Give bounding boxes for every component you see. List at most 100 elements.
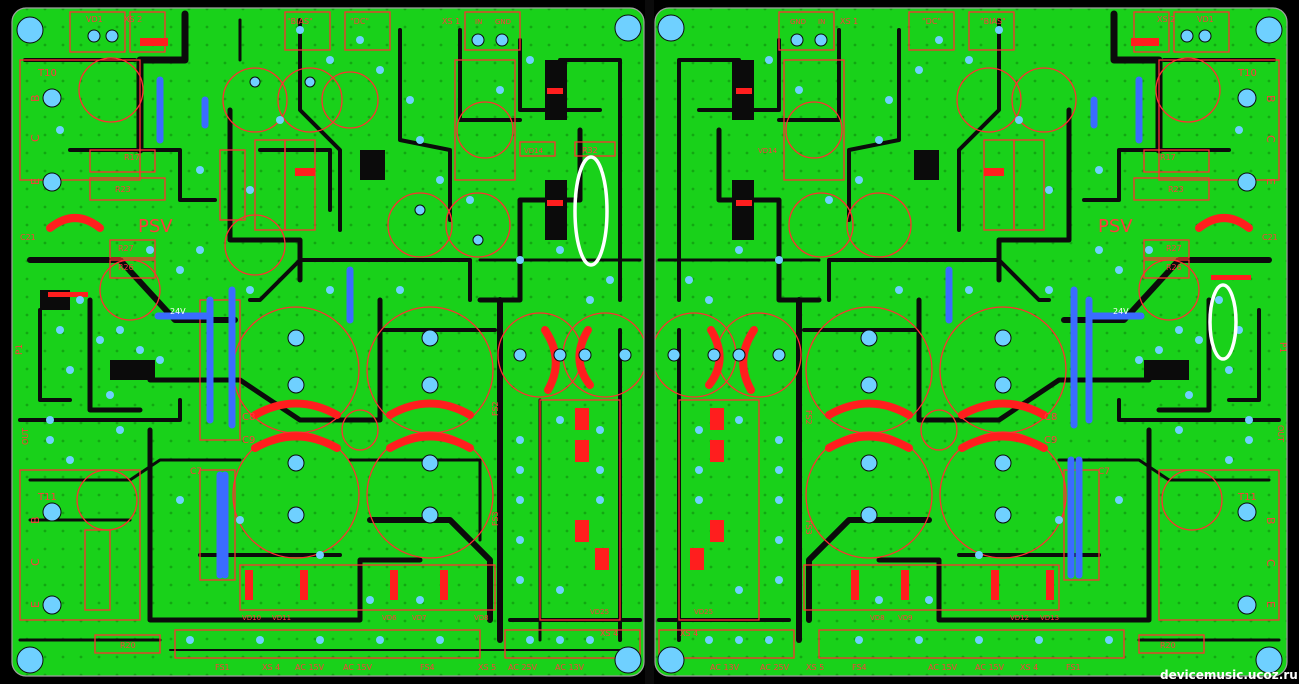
left-silkscreen-outlines	[19, 11, 644, 659]
via	[1055, 516, 1063, 524]
right-label-t10: T10	[1237, 68, 1257, 79]
right-label-c21: C21	[1262, 233, 1278, 242]
via	[416, 596, 424, 604]
left-label-xs4a: XS 4	[262, 663, 280, 672]
via	[326, 56, 334, 64]
via	[296, 26, 304, 34]
right-label-fs1: FS1	[1066, 663, 1081, 672]
via	[516, 256, 524, 264]
left-small-vias	[46, 26, 614, 644]
left-jumper-wires	[154, 76, 354, 579]
via	[516, 536, 524, 544]
via	[416, 136, 424, 144]
via	[356, 36, 364, 44]
via	[1245, 436, 1253, 444]
right-label-t11: T11	[1237, 492, 1257, 503]
via	[156, 356, 164, 364]
via	[236, 516, 244, 524]
right-label-bias: "BIAS"	[980, 17, 1006, 26]
via	[436, 636, 444, 644]
right-label-vd14: VD14	[758, 147, 778, 155]
via	[775, 256, 783, 264]
via	[705, 296, 713, 304]
via	[596, 426, 604, 434]
left-label-dc: "DC"	[350, 17, 369, 26]
via	[76, 296, 84, 304]
via	[116, 426, 124, 434]
left-label-c21: C21	[20, 233, 36, 242]
via	[975, 636, 983, 644]
left-label-c-top: C	[29, 134, 42, 142]
via	[695, 466, 703, 474]
right-label-r27: R27	[1166, 244, 1182, 253]
right-label-out: OUT	[1276, 425, 1285, 442]
via	[1175, 326, 1183, 334]
via	[316, 551, 324, 559]
via	[1225, 366, 1233, 374]
via	[735, 416, 743, 424]
left-label-gnd: GND	[495, 18, 511, 26]
via	[795, 86, 803, 94]
right-label-vd13: VD13	[1040, 614, 1059, 622]
via	[596, 496, 604, 504]
via	[965, 56, 973, 64]
left-label-vd25: VD25	[590, 608, 609, 616]
via	[875, 136, 883, 144]
left-silkscreen-labels: PSV "BIAS" "DC" 24V OUT P1 T10 T11 B C E…	[15, 15, 618, 672]
via	[1225, 456, 1233, 464]
left-capacitor-polarity-marks	[46, 214, 594, 452]
via	[735, 586, 743, 594]
via	[66, 456, 74, 464]
via	[1185, 391, 1193, 399]
via	[56, 126, 64, 134]
via	[376, 66, 384, 74]
via	[56, 326, 64, 334]
right-label-r26: R26	[1166, 263, 1182, 272]
via	[775, 536, 783, 544]
via	[1115, 266, 1123, 274]
right-label-e-top: E	[1264, 178, 1277, 185]
via	[915, 66, 923, 74]
via	[496, 86, 504, 94]
via	[915, 636, 923, 644]
right-label-vd8: VD8	[870, 614, 885, 622]
left-label-psv: PSV	[138, 216, 173, 237]
via	[1175, 426, 1183, 434]
left-label-fs4: FS4	[420, 663, 435, 672]
via	[685, 276, 693, 284]
right-label-vd25: VD25	[694, 608, 713, 616]
right-label-fs4: FS4	[852, 663, 867, 672]
left-label-vd11: VD11	[272, 614, 291, 622]
via	[196, 246, 204, 254]
via	[995, 26, 1003, 34]
via	[775, 576, 783, 584]
right-label-p1: P1	[1277, 342, 1287, 353]
via	[1245, 416, 1253, 424]
via	[246, 186, 254, 194]
via	[735, 636, 743, 644]
left-label-fs1: FS1	[215, 663, 230, 672]
via	[586, 296, 594, 304]
via	[775, 496, 783, 504]
right-board: PSV "BIAS" "DC" 24V OUT P1 T10 T11 B C E…	[655, 8, 1287, 676]
via	[366, 596, 374, 604]
via	[895, 286, 903, 294]
via	[556, 586, 564, 594]
via	[606, 276, 614, 284]
via	[326, 286, 334, 294]
left-label-t10: T10	[37, 68, 57, 79]
via	[376, 636, 384, 644]
via	[586, 636, 594, 644]
right-label-r17: R17	[1160, 153, 1176, 162]
left-label-out: OUT	[21, 428, 30, 445]
left-label-b-bottom: B	[29, 516, 42, 524]
via	[765, 636, 773, 644]
right-label-dc: "DC"	[922, 17, 941, 26]
left-label-e-bottom: E	[29, 601, 42, 608]
right-label-c7: C7	[1098, 467, 1110, 477]
right-label-fs2: FS2	[804, 410, 813, 425]
left-label-24v: 24V	[170, 307, 186, 316]
right-label-ac15b: AC 15V	[975, 663, 1005, 672]
via	[935, 36, 943, 44]
left-label-r23: R23	[115, 185, 131, 194]
